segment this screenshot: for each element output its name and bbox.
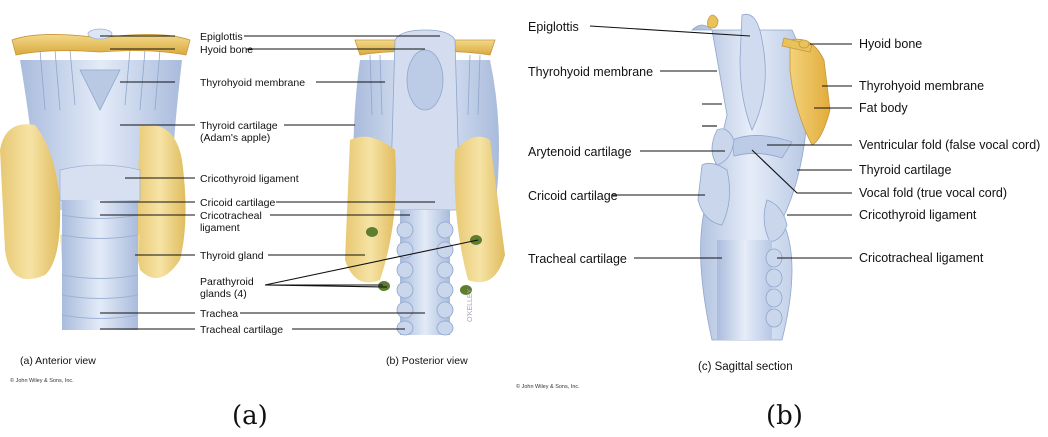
label-tracheal-cartilage: Tracheal cartilage: [200, 324, 283, 336]
label-cricoid-cartilage-b: Cricoid cartilage: [528, 189, 618, 203]
label-hyoid-bone-b: Hyoid bone: [859, 37, 922, 51]
larynx-sagittal-illustration: Epiglottis Thyrohyoid membrane Arytenoid…: [512, 0, 1048, 437]
label-thyrohyoid-membrane-b-right: Thyrohyoid membrane: [859, 79, 984, 93]
label-thyrohyoid-membrane: Thyrohyoid membrane: [200, 77, 305, 89]
copyright-b: © John Wiley & Sons, Inc.: [516, 383, 580, 390]
label-thyrohyoid-membrane-b-left: Thyrohyoid membrane: [528, 65, 653, 79]
label-ligament: ligament: [200, 222, 240, 234]
label-cricotracheal-ligament-b: Cricotracheal ligament: [859, 251, 984, 265]
label-thyroid-cartilage-b: Thyroid cartilage: [859, 163, 951, 177]
label-adams-apple: (Adam's apple): [200, 132, 270, 144]
posterior-view-drawing: O'KELLEY: [345, 30, 505, 335]
label-cricoid-cartilage: Cricoid cartilage: [200, 197, 275, 209]
label-cricotracheal: Cricotracheal: [200, 210, 262, 222]
subfigure-label-b: (b): [766, 401, 803, 431]
label-trachea: Trachea: [200, 308, 238, 320]
caption-anterior-view: (a) Anterior view: [20, 355, 96, 367]
artist-signature: O'KELLEY: [467, 288, 474, 322]
label-hyoid-bone: Hyoid bone: [200, 44, 253, 56]
label-thyroid-cartilage: Thyroid cartilage: [200, 120, 278, 132]
cricoid-shape: [698, 163, 730, 225]
label-glands-4: glands (4): [200, 288, 247, 300]
caption-sagittal-section: (c) Sagittal section: [698, 361, 793, 373]
copyright-a: © John Wiley & Sons, Inc.: [10, 377, 74, 384]
labels-a: Epiglottis Hyoid bone Thyrohyoid membran…: [200, 31, 305, 336]
label-cricothyroid-ligament: Cricothyroid ligament: [200, 173, 299, 185]
caption-posterior-view: (b) Posterior view: [386, 355, 468, 367]
sagittal-section-drawing: [692, 14, 830, 340]
label-epiglottis-b: Epiglottis: [528, 20, 579, 34]
label-parathyroid: Parathyroid: [200, 276, 254, 288]
label-cricothyroid-ligament-b: Cricothyroid ligament: [859, 208, 977, 222]
label-vocal-fold: Vocal fold (true vocal cord): [859, 186, 1007, 200]
panel-sagittal: Epiglottis Thyrohyoid membrane Arytenoid…: [512, 0, 1048, 437]
label-ventricular-fold: Ventricular fold (false vocal cord): [859, 138, 1040, 152]
labels-b-left: Epiglottis Thyrohyoid membrane Arytenoid…: [528, 20, 653, 266]
labels-b-right: Hyoid bone Thyrohyoid membrane Fat body …: [859, 37, 1040, 265]
label-fat-body: Fat body: [859, 101, 908, 115]
panel-anterior-posterior: O'KELLEY Epiglottis Hyoid bone Thyrohyoi…: [0, 0, 512, 437]
label-arytenoid-cartilage: Arytenoid cartilage: [528, 145, 632, 159]
larynx-anterior-posterior-illustration: O'KELLEY Epiglottis Hyoid bone Thyrohyoi…: [0, 0, 512, 437]
anterior-view-drawing: [0, 29, 190, 330]
label-epiglottis: Epiglottis: [200, 31, 243, 43]
label-thyroid-gland: Thyroid gland: [200, 250, 264, 262]
subfigure-label-a: (a): [232, 401, 268, 431]
label-tracheal-cartilage-b: Tracheal cartilage: [528, 252, 627, 266]
